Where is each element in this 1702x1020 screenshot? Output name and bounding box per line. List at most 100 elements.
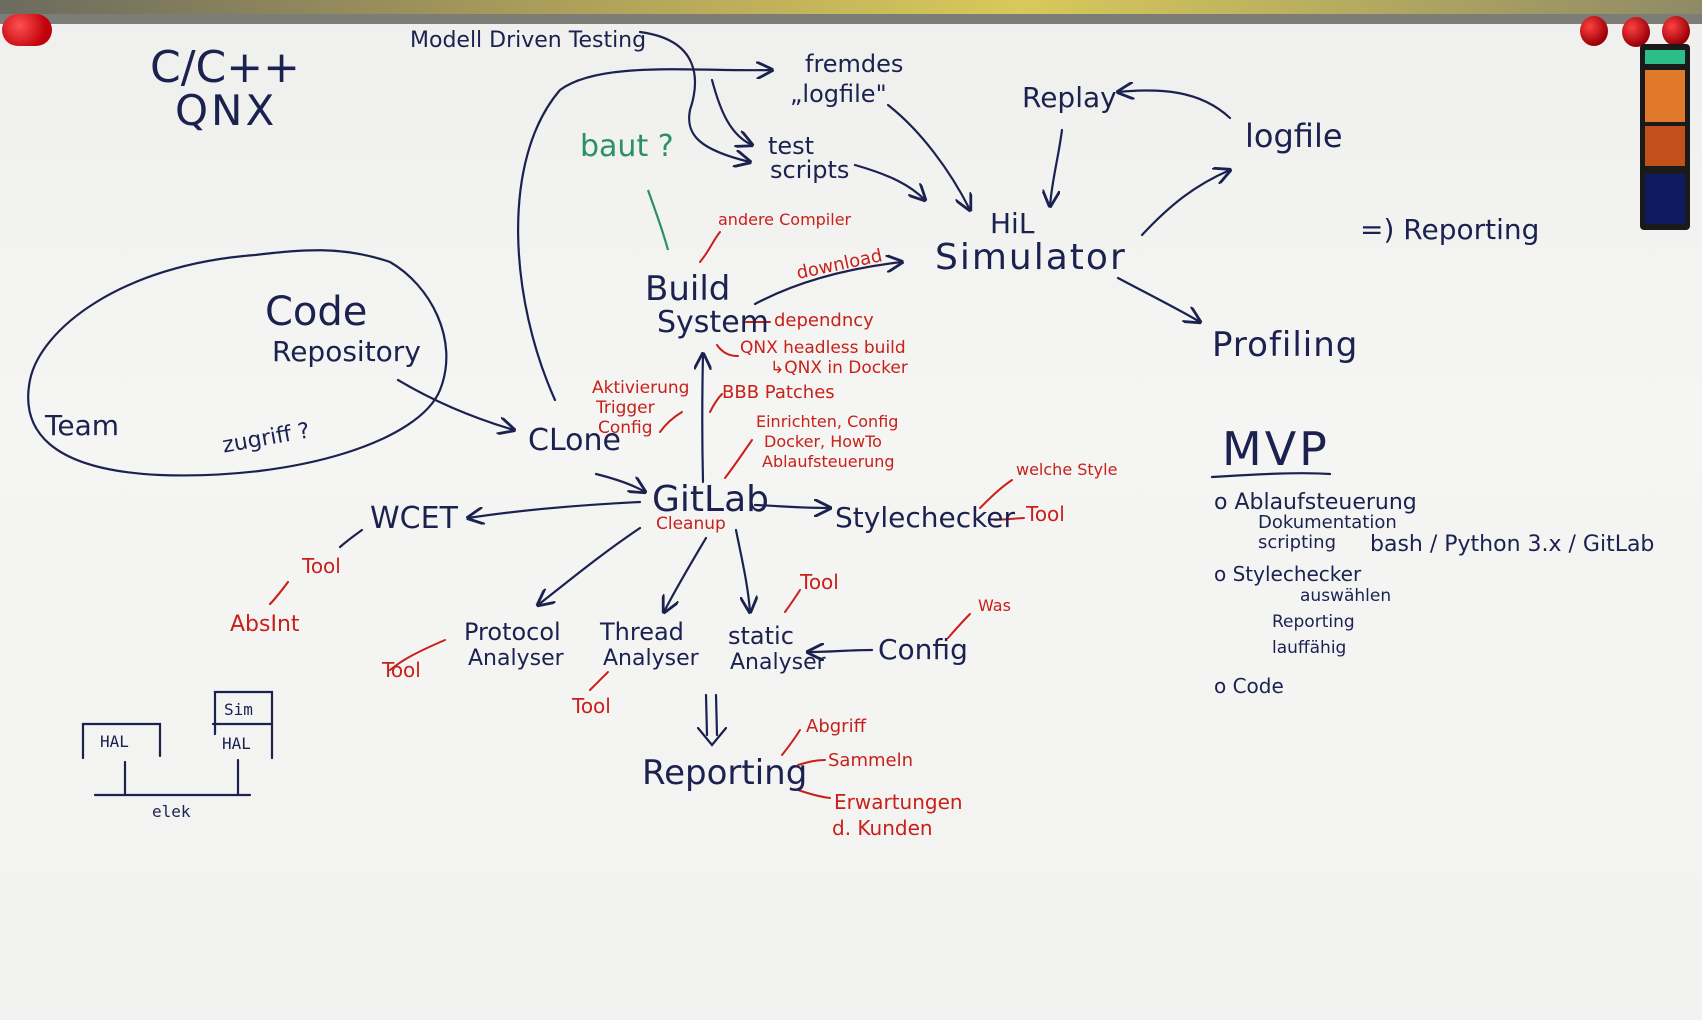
label-abgriff: Abgriff [806,716,866,737]
label-ablaufsteuerung-red: Ablaufsteuerung [762,452,895,471]
label-static: static [728,622,794,650]
label-gitlab: GitLab [652,479,769,520]
label-logfile: logfile [1245,117,1343,155]
label-replay: Replay [1022,81,1117,114]
label-thread-analyser: Analyser [603,646,699,671]
mvp-item-2: o Stylechecker [1214,562,1362,586]
red-magnet-left [2,14,52,46]
arrow-hil-logfile [1140,170,1230,237]
mvp-item-1a: Dokumentation [1258,512,1397,533]
team-ellipse [27,249,448,477]
label-static-analyser: Analyser [730,650,826,675]
bus-line [93,758,252,797]
label-welche-style: welche Style [1016,460,1118,479]
label-bbb-patches: BBB Patches [722,382,835,403]
label-was: Was [978,596,1011,615]
label-clone: CLone [528,423,621,458]
label-erwartungen: Erwartungen [834,790,963,814]
label-kunden: d. Kunden [832,816,933,840]
label-tool-wcet: Tool [302,554,341,578]
label-tool-protocol: Tool [382,658,421,682]
red-magnet-right-2 [1622,17,1650,47]
label-qnx-headless: QNX headless build [740,338,906,358]
label-tool-thread: Tool [572,694,611,718]
line-wcet-tool [338,528,364,549]
label-config: Config [878,633,968,666]
label-reporting: Reporting [642,753,808,793]
red-magnet-right-1 [1580,16,1608,46]
mvp-item-2b: Reporting [1272,612,1355,632]
label-qnx-docker: ↳QNX in Docker [770,358,908,378]
label-repository: Repository [272,335,421,368]
mvp-item-1: o Ablaufsteuerung [1214,490,1417,515]
arrow-logfile-hil [886,103,970,210]
label-build: Build [645,269,731,309]
hal-left-box [81,722,162,760]
label-absint: AbsInt [230,612,300,637]
arrow-config-static [808,650,874,652]
label-mvp: MVP [1222,422,1330,476]
arrow-logfile-replay [1118,90,1232,120]
arrow-repo-clone [396,378,514,430]
label-sim: Sim [224,700,253,719]
label-team: Team [45,409,120,442]
label-elek: elek [152,802,191,821]
label-hal-left: HAL [100,732,129,751]
label-code: Code [265,289,368,335]
label-tool-style: Tool [1026,502,1065,526]
label-mdt: Modell Driven Testing [410,28,647,53]
label-hal-right: HAL [222,734,251,753]
label-protocol-analyser: Analyser [468,646,564,671]
mvp-underline [1210,472,1332,479]
arrow-mdt-test [638,30,750,162]
label-stylechecker: Stylechecker [835,501,1016,534]
top-edge [0,0,1702,14]
label-config-red: Config [598,418,653,438]
label-system: System [657,305,769,340]
green-stroke [646,189,670,251]
label-cleanup: Cleanup [656,514,726,534]
arrow-build-hil [753,262,902,306]
arrow-clone-gitlab [594,472,645,492]
arrow-clone-logfile [517,69,772,402]
label-test: test [768,132,815,160]
label-dependency: dependncy [774,310,874,331]
label-einrichten: Einrichten, Config [756,412,899,431]
arrow-scripts-hil [853,163,925,200]
arrow-replay-hil [1050,128,1064,206]
arrow-gitlab-thread [664,536,708,612]
label-andere-compiler: andere Compiler [718,210,852,229]
mvp-item-2c: lauffähig [1272,638,1347,658]
label-aktivierung: Aktivierung [592,378,690,398]
label-trigger: Trigger [596,398,655,418]
mvp-item-3: o Code [1214,674,1284,698]
label-protocol: Protocol [464,618,561,646]
mvp-item-1b: scripting [1258,532,1336,553]
label-wcet: WCET [370,501,458,536]
label-reporting-arrow: =) Reporting [1360,213,1540,246]
arrow-mdt-test-2 [710,78,752,145]
label-sammeln: Sammeln [828,750,914,771]
label-thread: Thread [600,618,684,646]
mvp-item-2a: auswählen [1300,586,1392,606]
arrow-double-reporting [696,693,728,747]
label-simulator: Simulator [935,237,1127,278]
arrow-gitlab-static [734,528,750,612]
label-os: QNX [175,86,278,135]
label-docker-howto: Docker, HowTo [764,432,882,451]
hal-right-box [211,690,274,760]
marker-holder [1640,44,1690,230]
arrow-gitlab-protocol [538,526,642,605]
arrow-gitlab-wcet [468,500,642,518]
label-baut: baut ? [580,129,674,164]
arrow-hil-profiling [1116,276,1200,322]
arrow-gitlab-style [753,505,830,508]
whiteboard-frame-top [0,14,1702,24]
label-profiling: Profiling [1212,325,1359,365]
label-fremdes: fremdes [805,50,904,78]
label-logfile-quoted: „logfile" [790,80,887,108]
label-tool-static: Tool [800,570,839,594]
label-scripts: scripts [770,156,850,184]
